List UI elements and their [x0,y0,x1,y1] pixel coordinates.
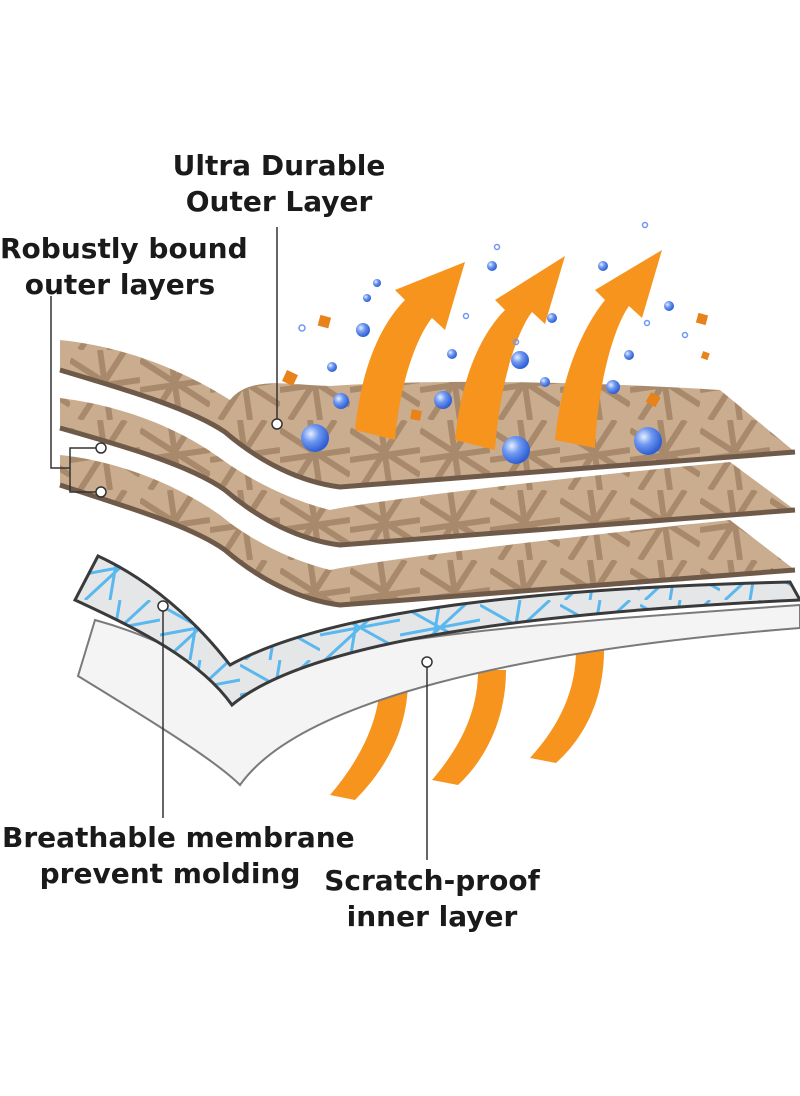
airflow-arrow-icon [330,680,408,800]
water-droplet-icon [540,377,550,387]
water-droplets [298,221,689,464]
dust-particle-icon [695,312,709,326]
water-droplet-icon [487,261,497,271]
water-droplet-icon [434,391,452,409]
dust-particle-icon [317,314,332,329]
airflow-arrow-icon [555,250,662,448]
inner-layer-label-line2: inner layer [346,900,518,933]
outer-layer-label: Ultra Durable Outer Layer [166,148,392,220]
water-droplet-icon [511,351,529,369]
outer-layer-label-line1: Ultra Durable [172,149,386,182]
fabric-layer-1 [59,340,796,490]
dust-particle-icon [645,392,661,408]
dust-particle-icon [282,370,298,386]
water-droplet-icon [502,436,530,464]
bound-layers-label-line2: outer layers [24,268,216,301]
membrane-label: Breathable membrane prevent molding [2,820,355,892]
fabric-layer-3 [59,455,796,608]
water-droplet-icon [624,350,634,360]
water-droplet-icon [327,362,337,372]
water-droplet-icon [373,279,381,287]
water-droplet-icon [634,427,662,455]
water-droplet-icon [547,313,557,323]
bound-layers-label: Robustly bound outer layers [0,231,248,303]
bound-layers-label-line1: Robustly bound [0,232,248,265]
water-droplet-icon [598,261,608,271]
water-droplet-icon [363,294,371,302]
dust-particle-icon [410,409,422,421]
membrane-label-line2: prevent molding [39,857,301,890]
inner-layer-label: Scratch-proof inner layer [322,863,542,935]
outer-layer-label-line2: Outer Layer [185,185,373,218]
water-droplet-icon [356,323,370,337]
lower-airflow-arrows [330,650,604,800]
inner-layer-label-line1: Scratch-proof [324,864,540,897]
water-droplet-icon [606,380,620,394]
dust-particle-icon [700,351,710,361]
airflow-arrow-icon [355,262,465,440]
callout-lines [50,227,433,860]
membrane-label-line1: Breathable membrane [2,821,355,854]
airflow-arrow-icon [432,670,506,785]
airflow-arrow-icon [530,650,604,763]
water-droplet-icon [664,301,674,311]
fabric-layer-2 [59,398,796,548]
dust-particles [282,312,710,421]
water-droplet-icon [333,393,349,409]
upper-airflow-arrows [355,250,662,450]
water-droplet-icon [301,424,329,452]
airflow-arrow-icon [455,256,565,450]
water-droplet-icon [447,349,457,359]
